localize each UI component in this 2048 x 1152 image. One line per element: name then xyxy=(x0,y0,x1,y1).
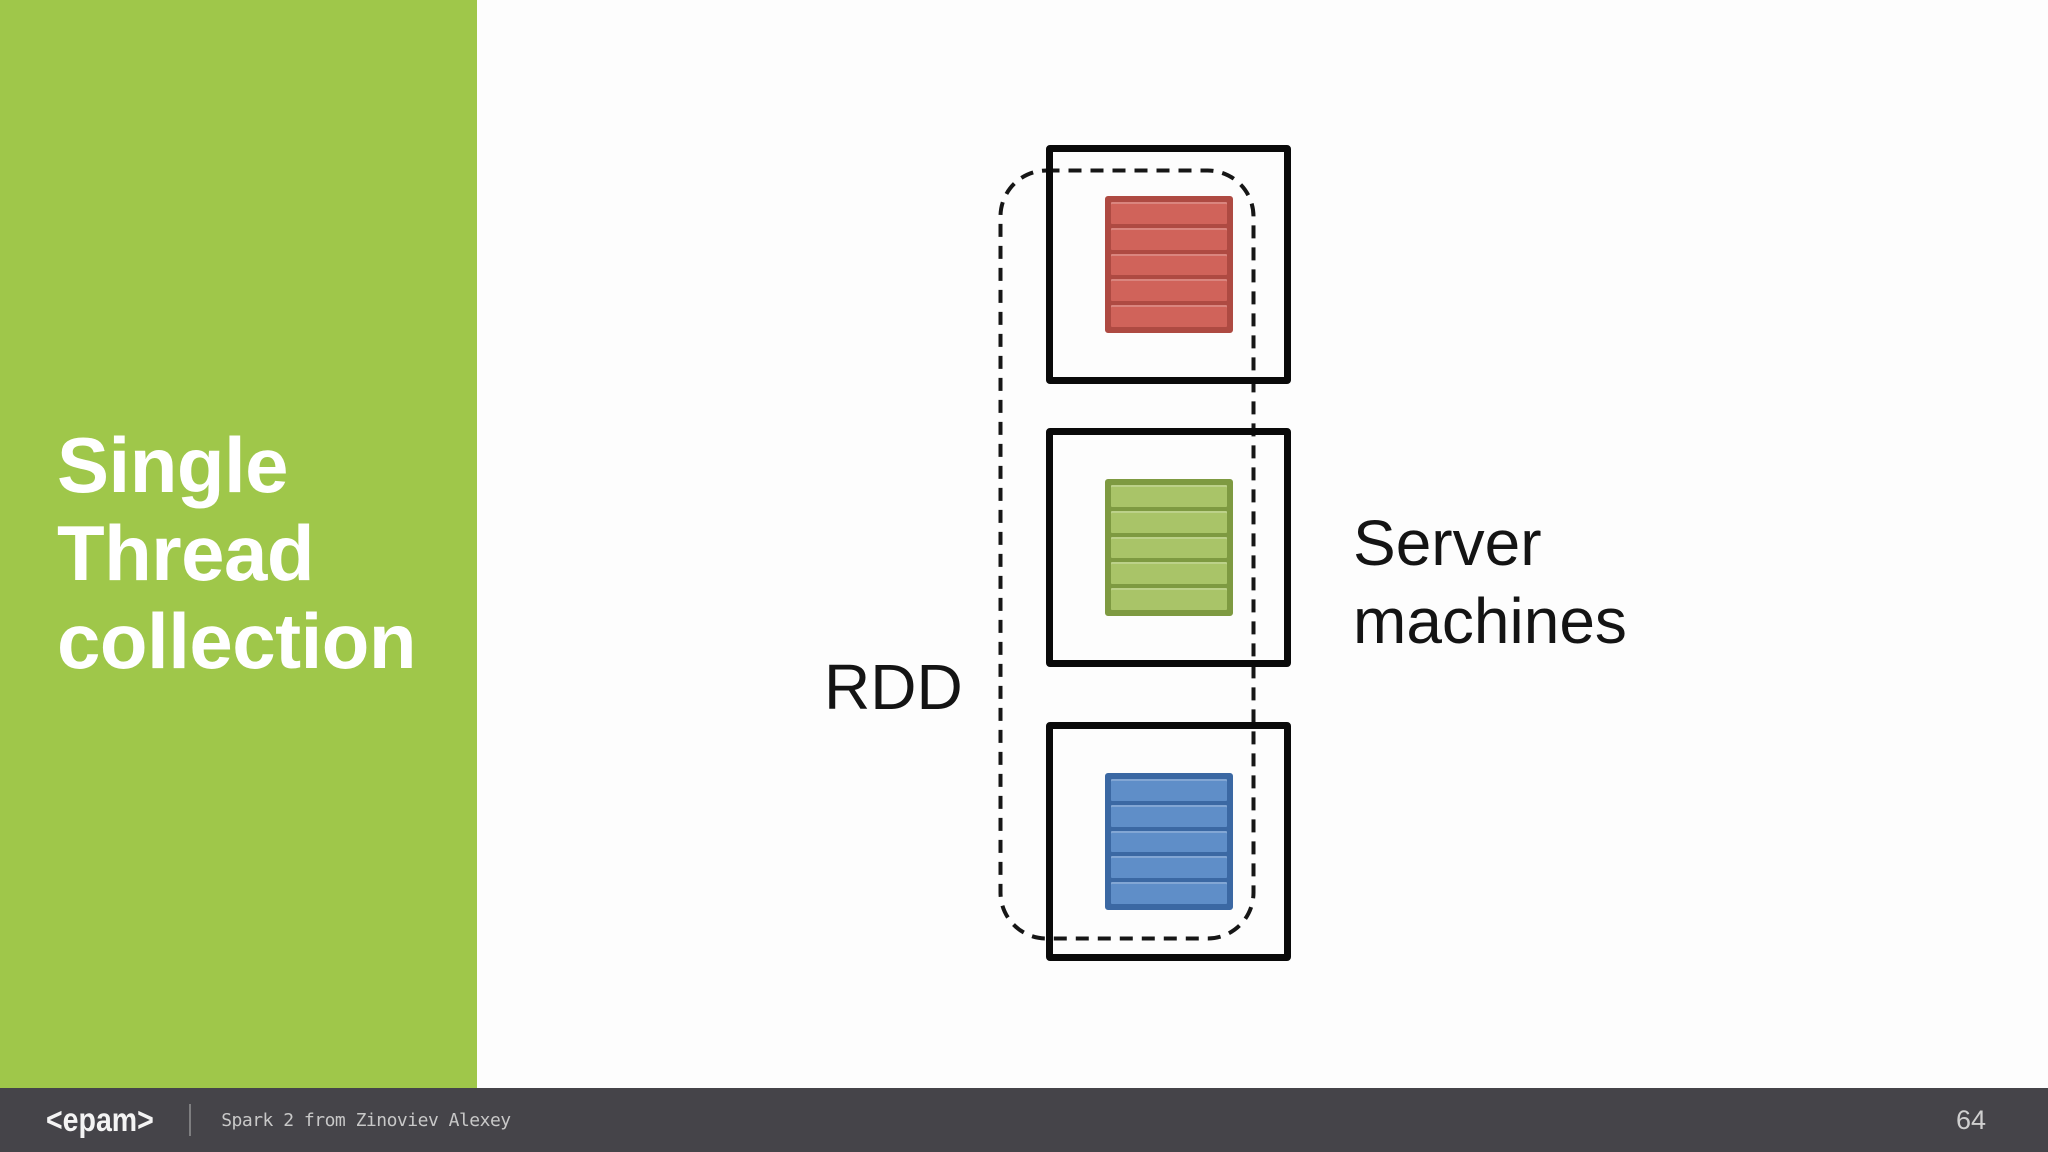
partition-stripe xyxy=(1110,856,1227,879)
partition-stripe xyxy=(1110,227,1227,250)
partition-stripe xyxy=(1110,305,1227,327)
partition-stripe xyxy=(1110,830,1227,853)
partition-stripe xyxy=(1110,562,1227,585)
partition-blue xyxy=(1104,773,1233,910)
partition-stripe xyxy=(1110,588,1227,610)
footer-divider xyxy=(189,1104,192,1136)
server-box-2 xyxy=(1046,428,1291,667)
sidebar: Single Thread collection xyxy=(0,0,477,1088)
partition-stripe xyxy=(1110,536,1227,559)
partition-stripe xyxy=(1110,202,1227,224)
partition-stripe xyxy=(1110,485,1227,507)
partition-green xyxy=(1104,479,1233,616)
partition-stripe xyxy=(1110,882,1227,904)
slide-title: Single Thread collection xyxy=(57,421,417,685)
server-box-1 xyxy=(1046,145,1291,384)
server-box-3 xyxy=(1046,722,1291,961)
partition-red xyxy=(1104,196,1233,333)
partition-stripe xyxy=(1110,804,1227,827)
partition-stripe xyxy=(1110,510,1227,533)
page-number: 64 xyxy=(1955,1104,1986,1135)
partition-stripe xyxy=(1110,279,1227,302)
partition-stripe xyxy=(1110,779,1227,801)
rdd-label: RDD xyxy=(824,651,963,723)
partition-stripe xyxy=(1110,253,1227,276)
footer: <epam> Spark 2 from Zinoviev Alexey 64 xyxy=(0,1088,2048,1152)
epam-logo: <epam> xyxy=(46,1100,154,1139)
footer-caption: Spark 2 from Zinoviev Alexey xyxy=(221,1109,511,1131)
rdd-boundary-dashed-rect xyxy=(998,168,1256,941)
server-machines-label: Server machines xyxy=(1353,507,1627,657)
